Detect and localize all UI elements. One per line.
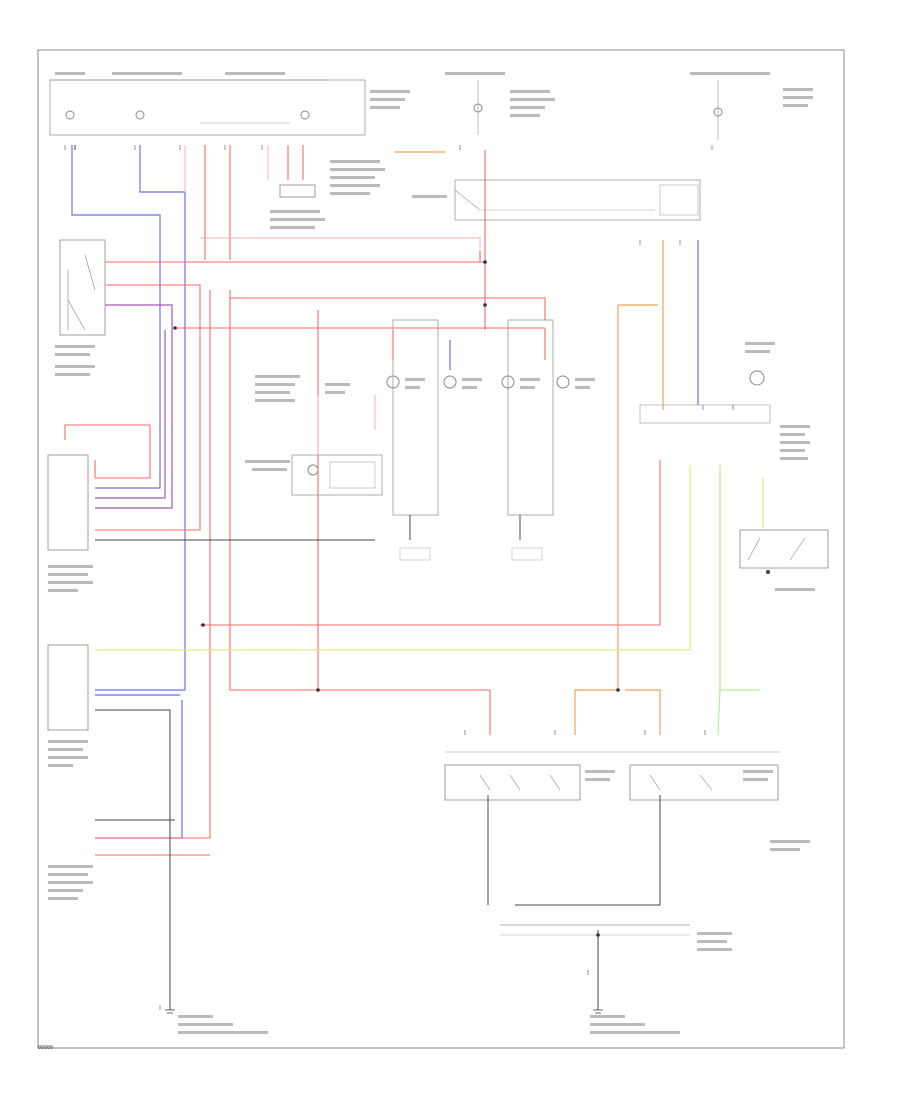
- wire-purple: [95, 304, 173, 509]
- ground-symbol-right: [593, 1009, 603, 1014]
- connector-left-bottom: [48, 865, 93, 900]
- control-module-left-lower: [47, 644, 89, 767]
- wire-gray: [74, 145, 661, 1010]
- control-module-left: [47, 454, 93, 592]
- fuse-box-top-right: [690, 72, 813, 140]
- relay-bar-top-right: [412, 179, 701, 221]
- headlight-relay-center: [245, 375, 383, 496]
- fuse-box-top-left: [49, 72, 410, 136]
- diagram-frame: [37, 49, 845, 1049]
- wire-green: [717, 465, 760, 736]
- wire-red: [64, 145, 661, 856]
- switch-bottom-left: [444, 751, 780, 801]
- wire-orange: [395, 151, 664, 735]
- wire-pink: [184, 145, 481, 455]
- lamp-group-left: [386, 319, 482, 561]
- wire-blue: [71, 145, 699, 839]
- junction-dots: [173, 260, 620, 937]
- wire-yellow: [95, 465, 764, 651]
- connector-block-center-top: [270, 160, 385, 229]
- ground-symbol-left: [165, 1009, 175, 1014]
- switch-bottom-right: [629, 764, 810, 851]
- switch-right: [739, 529, 829, 591]
- control-module-right: [639, 342, 810, 460]
- ground-label-right: [590, 1015, 680, 1034]
- diagram-code: 00000: [38, 1045, 54, 1051]
- combination-switch-left: [55, 239, 106, 376]
- ground-label-left: [178, 1015, 268, 1034]
- ground-bus-bottom: [500, 924, 732, 951]
- lamp-group-right: [501, 319, 595, 561]
- fuse-box-top-center: [445, 72, 555, 135]
- connector-ticks: [64, 145, 734, 1010]
